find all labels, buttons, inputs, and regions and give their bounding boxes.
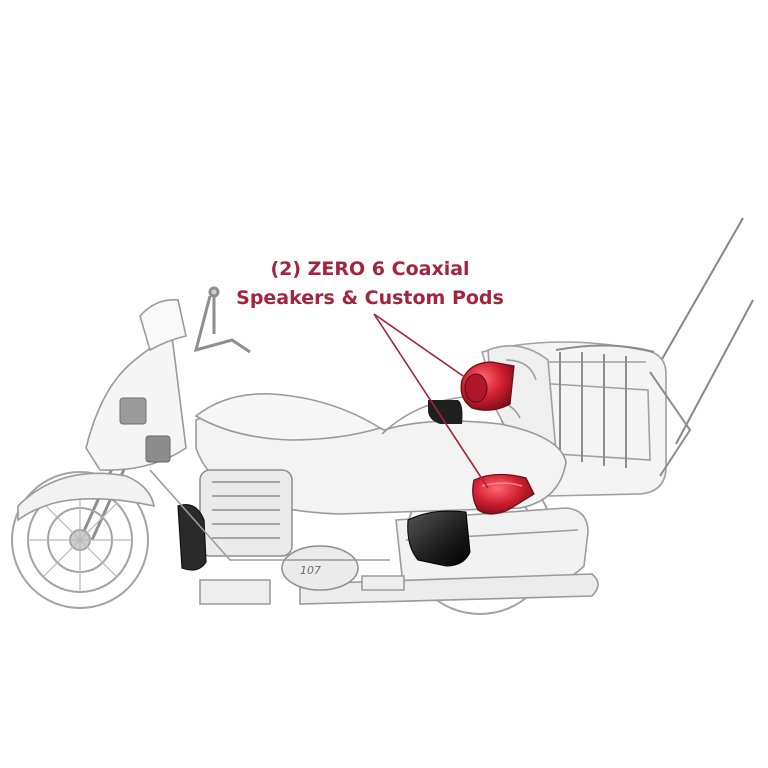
callout-label: (2) ZERO 6 Coaxial Speakers & Custom Pod…: [200, 255, 540, 313]
upper-speaker-pod: [460, 361, 515, 411]
handlebar: [193, 286, 251, 354]
front-wheel: [11, 471, 149, 609]
svg-text:107: 107: [300, 564, 321, 577]
callout-line-2: Speakers & Custom Pods: [236, 287, 504, 309]
luggage-rack: [555, 344, 692, 477]
lower-fairing-speaker: [177, 504, 207, 571]
fairing-speakers: [119, 397, 171, 463]
batwing-fairing: [85, 299, 187, 471]
engine: 107: [199, 469, 359, 591]
seat-black-block: [428, 400, 463, 424]
front-fender: [17, 472, 156, 522]
fuel-tank: [194, 393, 382, 441]
lower-black-pod: [407, 510, 471, 567]
callout-line-1: (2) ZERO 6 Coaxial: [270, 258, 470, 280]
antenna-pair: [656, 217, 754, 445]
callout-pointer-lines: [373, 313, 489, 489]
frame: [149, 469, 405, 605]
